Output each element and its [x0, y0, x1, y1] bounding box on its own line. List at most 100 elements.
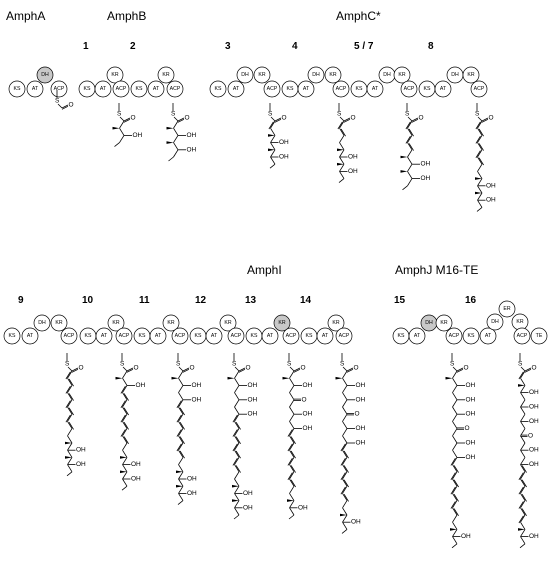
dh-domain: DH [236, 66, 254, 84]
svg-text:DH: DH [312, 72, 320, 78]
dh-domain: DH [33, 314, 51, 332]
group-title-amphb: AmphB [107, 9, 146, 23]
module-number: 12 [195, 295, 207, 306]
svg-text:KR: KR [162, 72, 169, 78]
svg-text:OH: OH [421, 161, 431, 168]
svg-text:KR: KR [329, 72, 336, 78]
dh-domain: DH [486, 313, 504, 331]
svg-text:S: S [171, 111, 176, 118]
svg-text:OH: OH [298, 504, 308, 511]
svg-text:OH: OH [529, 404, 539, 411]
kr-domain: KR [107, 314, 125, 332]
svg-text:KS: KS [398, 333, 405, 339]
ks-domain: KS [78, 80, 96, 98]
svg-text:AT: AT [101, 333, 108, 339]
at-domain: AT [434, 80, 452, 98]
acp-domain: ACP [115, 327, 133, 345]
svg-text:AT: AT [322, 333, 329, 339]
ks-domain: KS [350, 80, 368, 98]
svg-text:O: O [419, 115, 424, 122]
dh-domain: DH [307, 66, 325, 84]
svg-text:AT: AT [155, 333, 162, 339]
svg-text:KS: KS [14, 86, 21, 92]
svg-text:S: S [518, 361, 523, 368]
acp-domain: ACP [171, 327, 189, 345]
svg-text:KS: KS [85, 333, 92, 339]
svg-text:KS: KS [136, 86, 143, 92]
svg-text:OH: OH [466, 396, 476, 403]
svg-text:ACP: ACP [449, 333, 460, 339]
svg-text:OH: OH [187, 476, 197, 483]
svg-text:AT: AT [211, 333, 218, 339]
svg-text:OH: OH [248, 411, 258, 418]
ks-domain: KS [281, 80, 299, 98]
dh-domain: DH [446, 66, 464, 84]
ks-domain: KS [79, 327, 97, 345]
svg-text:ACP: ACP [116, 86, 127, 92]
kr-domain: KR [435, 314, 453, 332]
svg-text:OH: OH [133, 132, 143, 139]
group-title-amphi: AmphI [247, 263, 282, 277]
svg-text:S: S [120, 361, 125, 368]
ks-domain: KS [300, 327, 318, 345]
svg-text:ACP: ACP [286, 333, 297, 339]
svg-text:KR: KR [111, 72, 118, 78]
svg-text:ACP: ACP [170, 86, 181, 92]
svg-text:DH: DH [425, 320, 433, 326]
svg-text:OH: OH [348, 154, 358, 161]
module-number: 16 [465, 295, 477, 306]
module-number: 8 [428, 41, 434, 52]
at-domain: AT [147, 80, 165, 98]
kr-domain: KR [324, 66, 342, 84]
svg-text:O: O [528, 432, 533, 439]
svg-text:S: S [232, 361, 237, 368]
module-number: 11 [139, 295, 150, 306]
svg-text:OH: OH [303, 382, 313, 389]
svg-text:KS: KS [139, 333, 146, 339]
svg-text:KS: KS [356, 86, 363, 92]
svg-text:OH: OH [131, 476, 141, 483]
svg-text:AT: AT [372, 86, 379, 92]
svg-text:KR: KR [258, 72, 265, 78]
svg-text:OH: OH [351, 519, 361, 526]
svg-text:OH: OH [303, 425, 313, 432]
svg-text:OH: OH [529, 418, 539, 425]
svg-text:OH: OH [279, 139, 289, 146]
svg-text:OH: OH [486, 197, 496, 204]
module-number: 4 [292, 41, 298, 52]
ks-domain: KS [245, 327, 263, 345]
svg-text:KS: KS [287, 86, 294, 92]
svg-text:S: S [176, 361, 181, 368]
kr-domain: KR [253, 66, 271, 84]
module-number: 3 [225, 41, 231, 52]
at-domain: AT [205, 327, 223, 345]
svg-text:O: O [464, 365, 469, 372]
svg-text:KR: KR [440, 320, 447, 326]
acp-domain: ACP [400, 80, 418, 98]
svg-text:DH: DH [491, 319, 499, 325]
svg-text:AT: AT [485, 333, 492, 339]
svg-text:OH: OH [187, 490, 197, 497]
at-domain: AT [227, 80, 245, 98]
at-domain: AT [95, 327, 113, 345]
svg-text:O: O [79, 365, 84, 372]
svg-text:OH: OH [76, 461, 86, 468]
at-domain: AT [479, 327, 497, 345]
svg-text:KR: KR [55, 320, 62, 326]
at-domain: AT [408, 327, 426, 345]
acp-domain: ACP [112, 80, 130, 98]
svg-text:ACP: ACP [64, 333, 75, 339]
svg-text:KR: KR [224, 320, 231, 326]
svg-text:OH: OH [529, 533, 539, 540]
svg-text:ACP: ACP [404, 86, 415, 92]
module-number: 5 / 7 [354, 41, 374, 52]
svg-text:OH: OH [529, 447, 539, 454]
svg-text:OH: OH [356, 382, 366, 389]
